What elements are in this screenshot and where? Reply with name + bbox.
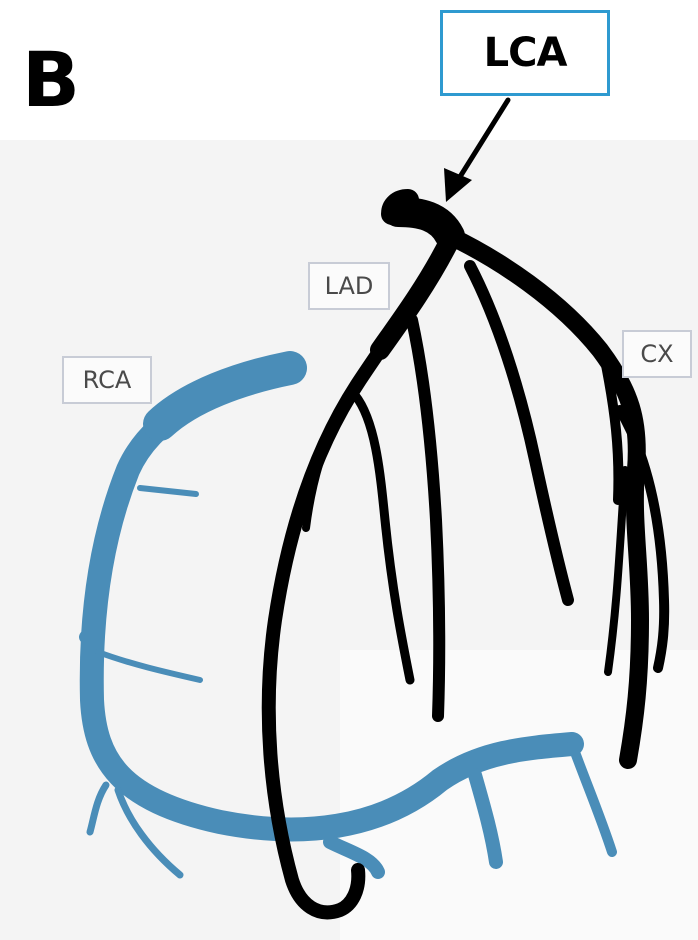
- lad-ramus: [470, 266, 568, 600]
- cx-label: CX: [622, 330, 692, 378]
- arrow-head: [444, 168, 472, 202]
- rca-trunk-taper: [160, 368, 290, 424]
- rca-label: RCA: [62, 356, 152, 404]
- lca-label-box: LCA: [440, 10, 610, 96]
- lad-diagonal-1: [412, 320, 439, 716]
- lad-diagonal-2: [355, 395, 410, 680]
- panel-letter: B: [22, 42, 80, 118]
- rca-marginal-branch-2: [98, 652, 200, 680]
- rca-marginal-branch-1: [140, 488, 196, 494]
- rca-distal-branch: [572, 744, 612, 852]
- lca-arrow: [444, 100, 508, 202]
- rca-descending-branch: [475, 775, 496, 862]
- lad-label: LAD: [308, 262, 390, 310]
- arrow-shaft: [458, 100, 508, 180]
- rca-posterior-branch-2: [90, 785, 106, 832]
